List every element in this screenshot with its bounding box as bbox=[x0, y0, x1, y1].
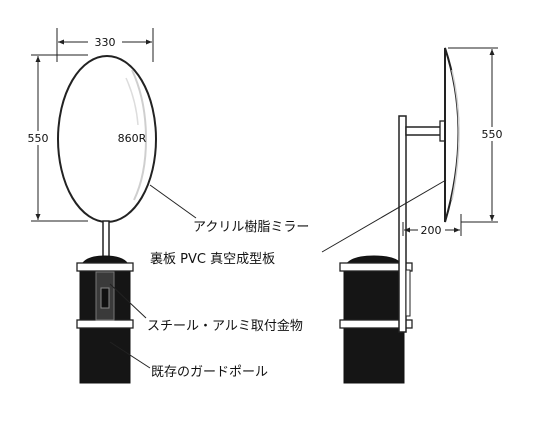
callout-labels: アクリル樹脂ミラー 裏板 PVC 真空成型板 スチール・アルミ取付金物 既存のガ… bbox=[147, 220, 309, 380]
front-mirror: 860R bbox=[57, 55, 157, 223]
callout-leaders bbox=[109, 179, 447, 369]
front-view: 330 550 860R bbox=[25, 28, 157, 384]
bracket-callout: スチール・アルミ取付金物 bbox=[147, 318, 303, 334]
front-lower-band bbox=[76, 319, 134, 329]
pole-callout: 既存のガードポール bbox=[151, 365, 268, 380]
front-width-dimension: 330 bbox=[56, 28, 154, 62]
side-lower-band bbox=[339, 319, 413, 329]
side-height-label: 550 bbox=[482, 128, 503, 141]
pole-leader-line bbox=[109, 341, 151, 369]
side-horizontal-arm bbox=[405, 126, 443, 136]
front-pole bbox=[76, 255, 134, 384]
mirror-leader-line bbox=[149, 184, 197, 219]
side-depth-dimension: 200 bbox=[402, 214, 462, 237]
front-height-label: 550 bbox=[28, 132, 49, 145]
front-upper-band bbox=[76, 262, 134, 272]
back-plate-leader-line bbox=[321, 179, 447, 253]
side-depth-label: 200 bbox=[421, 224, 442, 237]
side-pole bbox=[339, 255, 413, 384]
front-height-dimension: 550 bbox=[25, 54, 88, 222]
mirror-callout: アクリル樹脂ミラー bbox=[193, 220, 309, 235]
side-height-dimension: 550 bbox=[448, 47, 505, 223]
bracket-leader-line bbox=[109, 283, 147, 319]
front-width-label: 330 bbox=[95, 36, 116, 49]
side-mirror-profile bbox=[444, 47, 460, 223]
side-view: 550 200 bbox=[339, 47, 505, 384]
side-upper-band bbox=[339, 262, 413, 272]
radius-label: 860R bbox=[118, 132, 147, 145]
back-plate-callout: 裏板 PVC 真空成型板 bbox=[150, 252, 275, 267]
